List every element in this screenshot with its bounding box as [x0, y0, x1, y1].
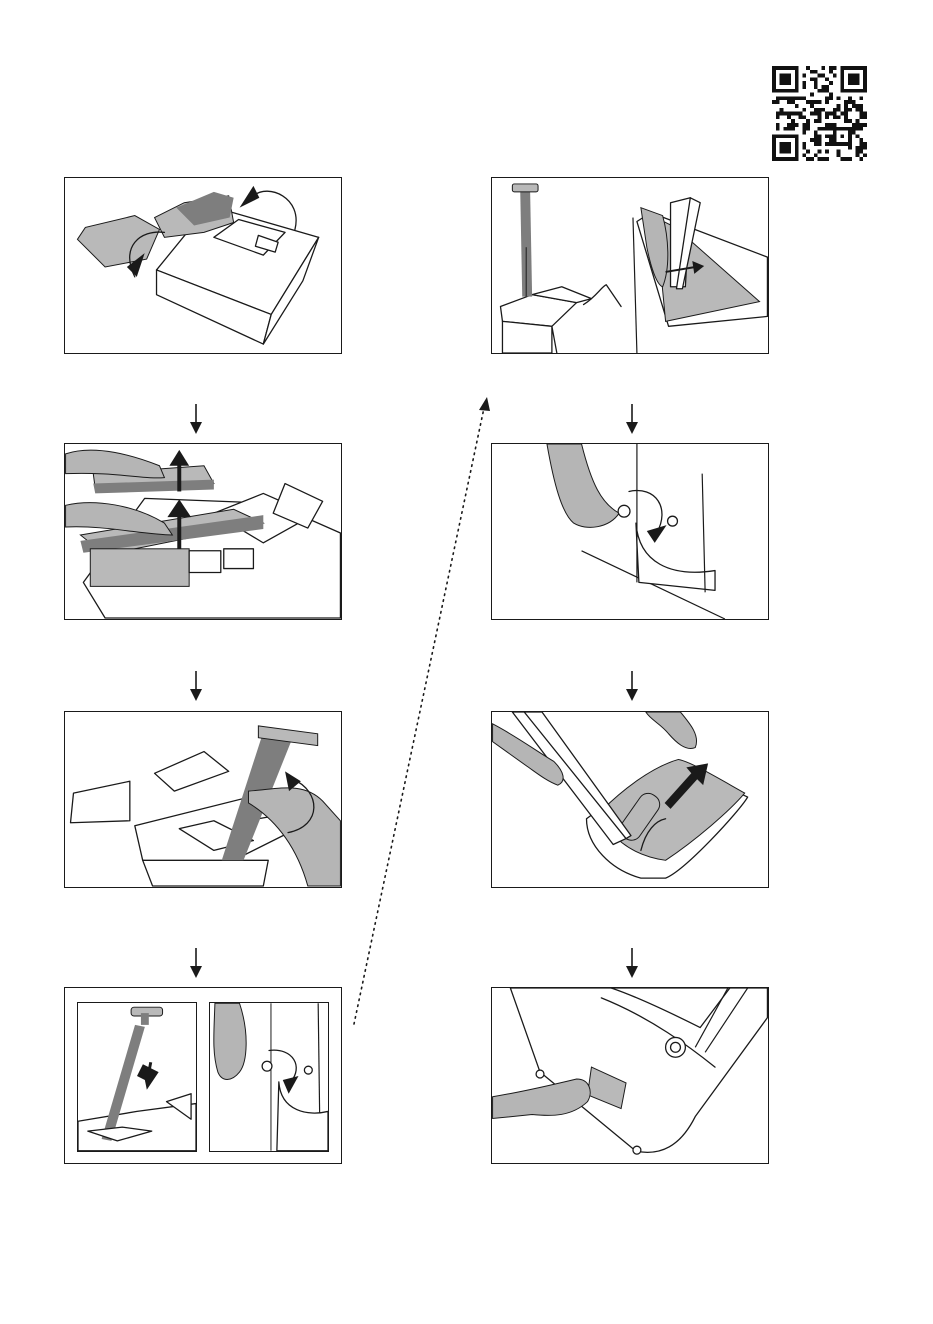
step-6-panel [491, 443, 769, 620]
step-8-panel [491, 987, 769, 1164]
lift-foam-illustration [65, 444, 341, 619]
remove-film-illustration [492, 712, 768, 887]
flow-arrow-down-6 [625, 948, 639, 978]
step-7-panel [491, 711, 769, 888]
insert-card-illustration [492, 988, 768, 1163]
qr-code-icon[interactable] [772, 66, 867, 161]
step-2-panel [64, 443, 342, 620]
step-5-panel [491, 177, 769, 354]
flow-arrow-down-2 [189, 671, 203, 701]
step-4-subpanel-right [209, 1002, 329, 1152]
step-1-panel [64, 177, 342, 354]
flow-arrow-down-5 [625, 671, 639, 701]
step-3-panel [64, 711, 342, 888]
flow-arrow-down-3 [189, 948, 203, 978]
step-4-subpanel-left [77, 1002, 197, 1152]
step-4-panel [64, 987, 342, 1164]
remove-column-illustration [65, 712, 341, 887]
flow-arrow-down-1 [189, 404, 203, 434]
column-upright-illustration [492, 178, 768, 353]
open-box-illustration [65, 178, 341, 353]
tighten-knob-illustration [492, 444, 768, 619]
flow-arrow-down-4 [625, 404, 639, 434]
